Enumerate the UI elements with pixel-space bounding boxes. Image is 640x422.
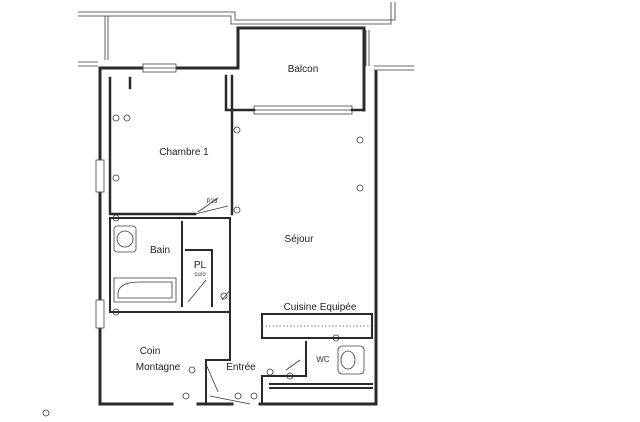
room-label-wc: WC [316,355,330,364]
room-label-coin-line2: Montagne [136,362,181,373]
fixtures [113,225,372,375]
room-label-chambre: Chambre 1 [159,147,209,158]
doors [187,197,301,405]
room-label-placard: PL [194,260,207,271]
exterior-walls [98,26,378,406]
interior-walls [108,74,373,405]
placard-sub-label: cu/o [194,272,206,278]
chambre-tag: P23 [207,199,218,205]
room-label-bain: Bain [150,245,170,256]
room-label-sejour: Séjour [285,234,315,245]
room-label-balcon: Balcon [288,64,319,75]
room-label-cuisine: Cuisine Equipée [284,302,357,313]
top-outline [78,2,414,71]
room-label-coin-line1: Coin [140,346,161,357]
outlet-markers [42,114,364,417]
room-label-entree: Entrée [226,362,256,373]
windows [95,63,353,329]
